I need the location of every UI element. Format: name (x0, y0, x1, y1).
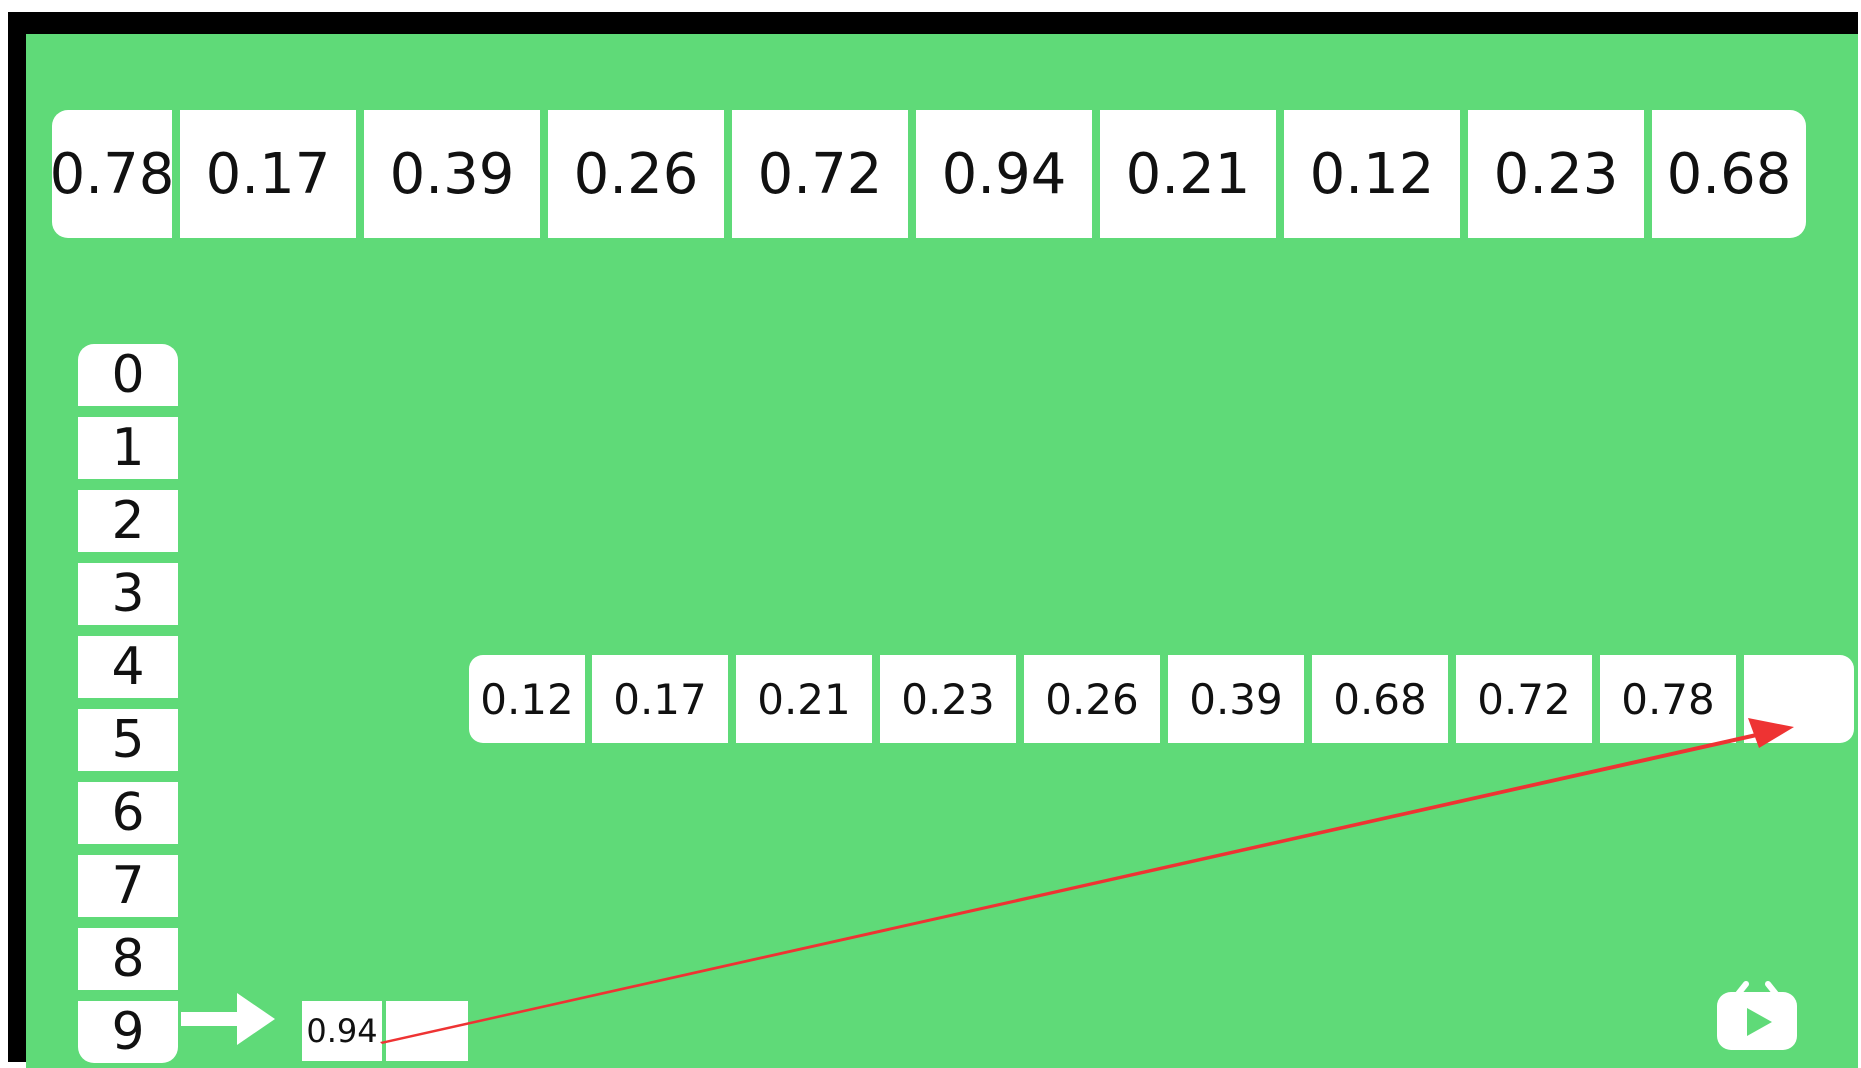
sorted-cell: 0.78 (1600, 655, 1736, 743)
unsorted-cell: 0.21 (1100, 110, 1276, 238)
right-arrow-icon (181, 993, 275, 1045)
bucket-index: 1 (78, 417, 178, 479)
sorted-cell: 0.72 (1456, 655, 1592, 743)
play-logo-icon (1717, 981, 1797, 1050)
node-value: 0.94 (302, 1001, 382, 1061)
bucket-index: 0 (78, 344, 178, 406)
sorted-cell: 0.39 (1168, 655, 1304, 743)
sorted-cell-empty (1744, 655, 1854, 743)
unsorted-cell: 0.26 (548, 110, 724, 238)
unsorted-cell: 0.12 (1284, 110, 1460, 238)
sorted-cell: 0.68 (1312, 655, 1448, 743)
diagram-canvas: 0.78 0.17 0.39 0.26 0.72 0.94 0.21 0.12 … (26, 34, 1858, 1068)
node-next (386, 1001, 468, 1061)
unsorted-cell: 0.78 (50, 110, 174, 238)
sorted-cell: 0.26 (1024, 655, 1160, 743)
unsorted-cell: 0.94 (916, 110, 1092, 238)
bucket-index: 5 (78, 709, 178, 771)
bucket-index: 3 (78, 563, 178, 625)
bucket-index: 6 (78, 782, 178, 844)
bucket-index: 9 (78, 1001, 178, 1063)
unsorted-cell: 0.68 (1652, 110, 1806, 238)
bucket-index: 2 (78, 490, 178, 552)
sorted-cell: 0.21 (736, 655, 872, 743)
video-frame: 0.78 0.17 0.39 0.26 0.72 0.94 0.21 0.12 … (8, 12, 1858, 1068)
bucket-index: 7 (78, 855, 178, 917)
unsorted-cell: 0.23 (1468, 110, 1644, 238)
sorted-cell: 0.12 (469, 655, 585, 743)
unsorted-cell: 0.39 (364, 110, 540, 238)
unsorted-cell: 0.17 (180, 110, 356, 238)
sorted-cell: 0.23 (880, 655, 1016, 743)
unsorted-cell: 0.72 (732, 110, 908, 238)
bucket-index: 4 (78, 636, 178, 698)
bucket-index: 8 (78, 928, 178, 990)
sorted-cell: 0.17 (592, 655, 728, 743)
